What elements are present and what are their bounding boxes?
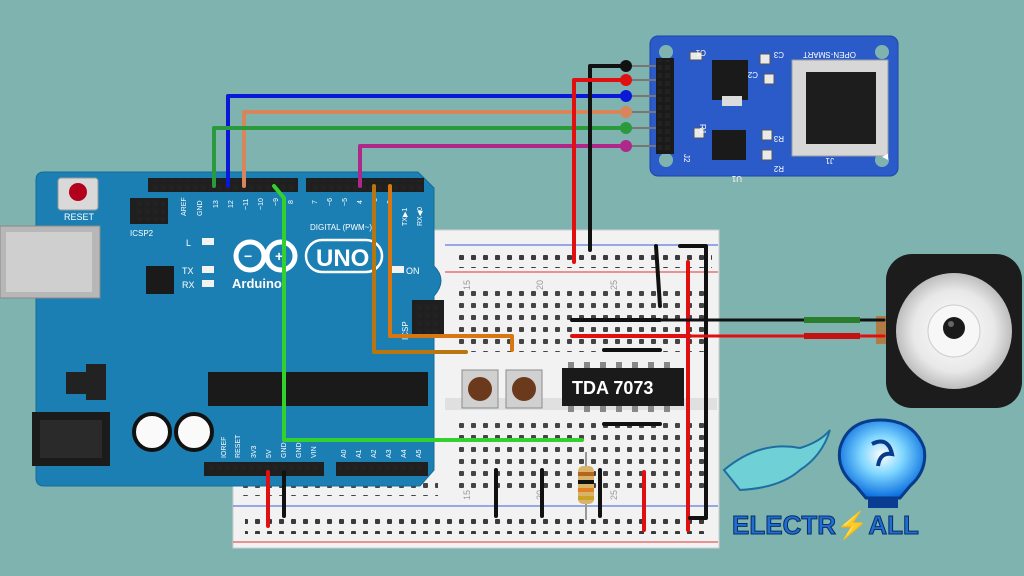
wire-red-sd-vcc <box>572 78 628 264</box>
wire-black-sd-gnd <box>588 64 628 252</box>
pin-label-4: 4 <box>357 200 364 204</box>
pin-label-10: ~10 <box>258 198 265 210</box>
chip-label: TDA 7073 <box>572 378 653 398</box>
uno-label: UNO <box>316 245 369 272</box>
digital-label: DIGITAL (PWM~) <box>310 223 372 232</box>
pin-label-vin: VIN <box>311 446 318 458</box>
tda7073-chip: TDA 7073 <box>562 362 684 412</box>
pin-label-3v3: 3V3 <box>251 445 258 458</box>
reset-label: RESET <box>64 212 95 222</box>
sd-cap-c3 <box>763 73 775 85</box>
sd-label-r2: R2 <box>773 164 784 173</box>
pin-label-aref: AREF <box>181 197 188 216</box>
svg-text:◂: ◂ <box>882 149 888 163</box>
led-l <box>202 238 214 245</box>
sd-cap-c1 <box>689 51 703 61</box>
pin-label-a5: A5 <box>416 449 423 458</box>
uno-badge <box>304 238 384 274</box>
col-number-15: 15 <box>462 280 472 290</box>
col-number-25-bottom: 25 <box>609 490 619 500</box>
wire-black-top-rail <box>654 244 662 308</box>
pin-label-gnd: GND <box>197 200 204 216</box>
atmega-chip <box>208 372 428 406</box>
logo-text: ELECTR⚡ALL <box>732 510 919 541</box>
sd-card-module: OPEN-SMART J1 J2 U1 C1 C2 C3 R1 R2 R3 ◂ <box>649 35 899 183</box>
pin-label-gnd-1: GND <box>281 442 288 458</box>
sd-label-r3: R3 <box>773 134 784 143</box>
capacitor-right <box>174 412 214 452</box>
pin-label-ioref: IOREF <box>221 437 228 458</box>
icsp2-label: ICSP2 <box>130 229 154 238</box>
electroall-logo: ELECTR⚡ALL <box>722 418 927 542</box>
col-number-15-bottom: 15 <box>462 490 472 500</box>
pin-label-gnd-2: GND <box>296 442 303 458</box>
pin-label-a3: A3 <box>386 449 393 458</box>
pin-label-9: ~9 <box>273 198 280 206</box>
wire-green-pin13-sd <box>212 126 628 188</box>
arduino-uno-board: RESET ICSP2 AREF GND 13 12 ~11 ~10 ~9 8 … <box>0 171 444 487</box>
led-label-tx: TX <box>182 266 194 276</box>
push-button-1 <box>461 369 499 409</box>
wire-black-right-rail <box>678 244 708 520</box>
led-label-l: L <box>186 238 191 248</box>
sd-label-c3: C3 <box>773 50 784 59</box>
led-on <box>392 266 404 273</box>
sd-ref-u1: U1 <box>731 174 742 183</box>
sd-label-c2: C2 <box>747 70 758 79</box>
led-label-on: ON <box>406 266 420 276</box>
sd-brand: OPEN-SMART <box>803 50 856 59</box>
col-number-25: 25 <box>609 280 619 290</box>
hand-illustration <box>722 429 831 492</box>
usb-chip <box>146 266 174 294</box>
capacitor-left <box>132 412 172 452</box>
sd-cap-c2 <box>759 53 771 65</box>
pin-label-a2: A2 <box>371 449 378 458</box>
sd-res-r3 <box>761 129 773 141</box>
pin-label-13: 13 <box>213 200 220 208</box>
sd-level-shifter <box>712 130 746 160</box>
pin-label-tx: TX▶1 <box>402 208 409 226</box>
wire-blue-pin12-sd <box>226 94 628 188</box>
wire-brown-pin3-button <box>372 184 468 354</box>
pin-label-6: ~6 <box>327 198 334 206</box>
pin-label-8: 8 <box>288 200 295 204</box>
sd-wire-terminals <box>620 60 656 152</box>
pin-label-5: ~5 <box>342 198 349 206</box>
pin-label-a4: A4 <box>401 449 408 458</box>
col-number-20: 20 <box>535 280 545 290</box>
resistor <box>578 452 594 520</box>
wires <box>212 64 886 532</box>
pin-label-a0: A0 <box>341 449 348 458</box>
icsp-label: ICSP <box>401 321 410 340</box>
wire-magenta-pin4-sd <box>358 144 628 188</box>
pin-label-5v: 5V <box>266 449 273 458</box>
sd-label-r1: R1 <box>698 124 707 135</box>
wire-lime-pin9-amp <box>272 184 584 442</box>
speaker <box>876 254 1022 408</box>
pin-label-7: 7 <box>312 200 319 204</box>
pin-label-reset: RESET <box>235 434 242 458</box>
push-button-2 <box>505 369 543 409</box>
sd-ref-j1: J1 <box>825 156 834 165</box>
led-rx <box>202 280 214 287</box>
pin-label-11: ~11 <box>243 199 250 210</box>
sd-res-r2 <box>761 149 773 161</box>
sd-label-c1: C1 <box>695 48 706 57</box>
sd-ref-j2: J2 <box>682 154 691 163</box>
pin-label-rx: RX◀0 <box>417 207 424 226</box>
led-label-rx: RX <box>182 280 195 290</box>
svg-text:−: − <box>244 248 252 264</box>
sd-regulator <box>712 60 748 100</box>
svg-text:+: + <box>275 248 283 264</box>
wire-orange-pin2-button <box>388 184 514 352</box>
arduino-brand: Arduino <box>232 276 282 291</box>
pin-label-a1: A1 <box>356 449 363 458</box>
led-tx <box>202 266 214 273</box>
pin-label-12: 12 <box>228 200 235 208</box>
sd-res-r1 <box>693 127 705 139</box>
wire-orange-pin11-sd <box>242 110 628 188</box>
arduino-infinity-logo <box>233 239 298 273</box>
